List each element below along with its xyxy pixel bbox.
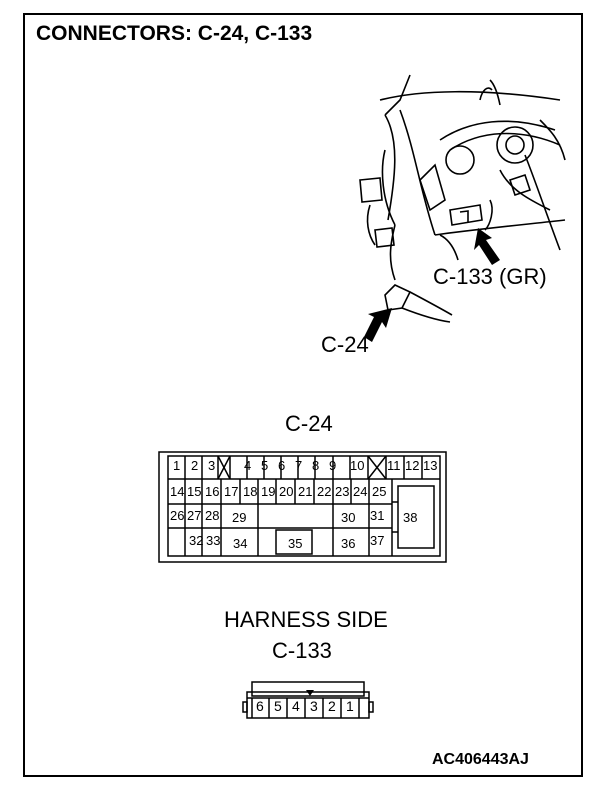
c24-pin-22: 22 xyxy=(317,484,332,499)
c24-pin-17: 17 xyxy=(224,484,239,499)
c133-connector-face xyxy=(242,681,374,719)
c24-pin-13: 13 xyxy=(423,458,438,473)
c133-pin-5: 5 xyxy=(274,698,282,714)
c24-pin-4: 4 xyxy=(244,458,252,473)
c133-pin-1: 1 xyxy=(346,698,354,714)
c24-pin-19: 19 xyxy=(261,484,276,499)
c24-pin-10: 10 xyxy=(350,458,365,473)
c24-pin-31: 31 xyxy=(370,508,385,523)
c24-pin-30: 30 xyxy=(341,510,356,525)
c133-pin-3: 3 xyxy=(310,698,318,714)
c24-pin-20: 20 xyxy=(279,484,294,499)
c24-pin-34: 34 xyxy=(233,536,248,551)
c24-pin-35: 35 xyxy=(288,536,303,551)
c24-pin-26: 26 xyxy=(170,508,185,523)
c133-pin-6: 6 xyxy=(256,698,264,714)
c133-pin-4: 4 xyxy=(292,698,300,714)
c24-pin-27: 27 xyxy=(187,508,202,523)
c24-pin-24: 24 xyxy=(353,484,368,499)
c24-pin-37: 37 xyxy=(370,533,385,548)
c24-pin-29: 29 xyxy=(232,510,247,525)
c24-pin-2: 2 xyxy=(191,458,199,473)
c24-pin-38: 38 xyxy=(403,510,418,525)
c24-pin-25: 25 xyxy=(372,484,387,499)
c133-location-label: C-133 (GR) xyxy=(433,264,547,289)
c24-pin-8: 8 xyxy=(312,458,320,473)
c24-pin-32: 32 xyxy=(189,533,204,548)
figure-code: AC406443AJ xyxy=(432,751,529,768)
c24-pin-21: 21 xyxy=(298,484,313,499)
c24-pin-9: 9 xyxy=(329,458,337,473)
c24-pin-6: 6 xyxy=(278,458,286,473)
c24-pin-1: 1 xyxy=(173,458,181,473)
c133-connector-title: C-133 xyxy=(272,638,332,663)
c24-pin-15: 15 xyxy=(187,484,202,499)
c24-pin-33: 33 xyxy=(206,533,221,548)
dashboard-illustration xyxy=(359,74,566,342)
c24-connector-face xyxy=(158,451,447,563)
c24-pin-7: 7 xyxy=(295,458,303,473)
c24-pin-3: 3 xyxy=(208,458,216,473)
c24-location-label: C-24 xyxy=(321,332,369,357)
c24-pin-11: 11 xyxy=(387,458,401,473)
c133-harness-side-label: HARNESS SIDE xyxy=(224,607,388,632)
c24-pin-18: 18 xyxy=(243,484,258,499)
c24-pin-28: 28 xyxy=(205,508,220,523)
diagram-title: CONNECTORS: C-24, C-133 xyxy=(36,22,313,45)
c24-pin-14: 14 xyxy=(170,484,185,499)
diagram-frame xyxy=(23,13,583,777)
c24-pin-12: 12 xyxy=(405,458,420,473)
c133-pin-2: 2 xyxy=(328,698,336,714)
c24-pin-36: 36 xyxy=(341,536,356,551)
c24-pin-16: 16 xyxy=(205,484,220,499)
c24-pin-5: 5 xyxy=(261,458,269,473)
c24-connector-title: C-24 xyxy=(285,411,333,436)
c24-pin-23: 23 xyxy=(335,484,350,499)
